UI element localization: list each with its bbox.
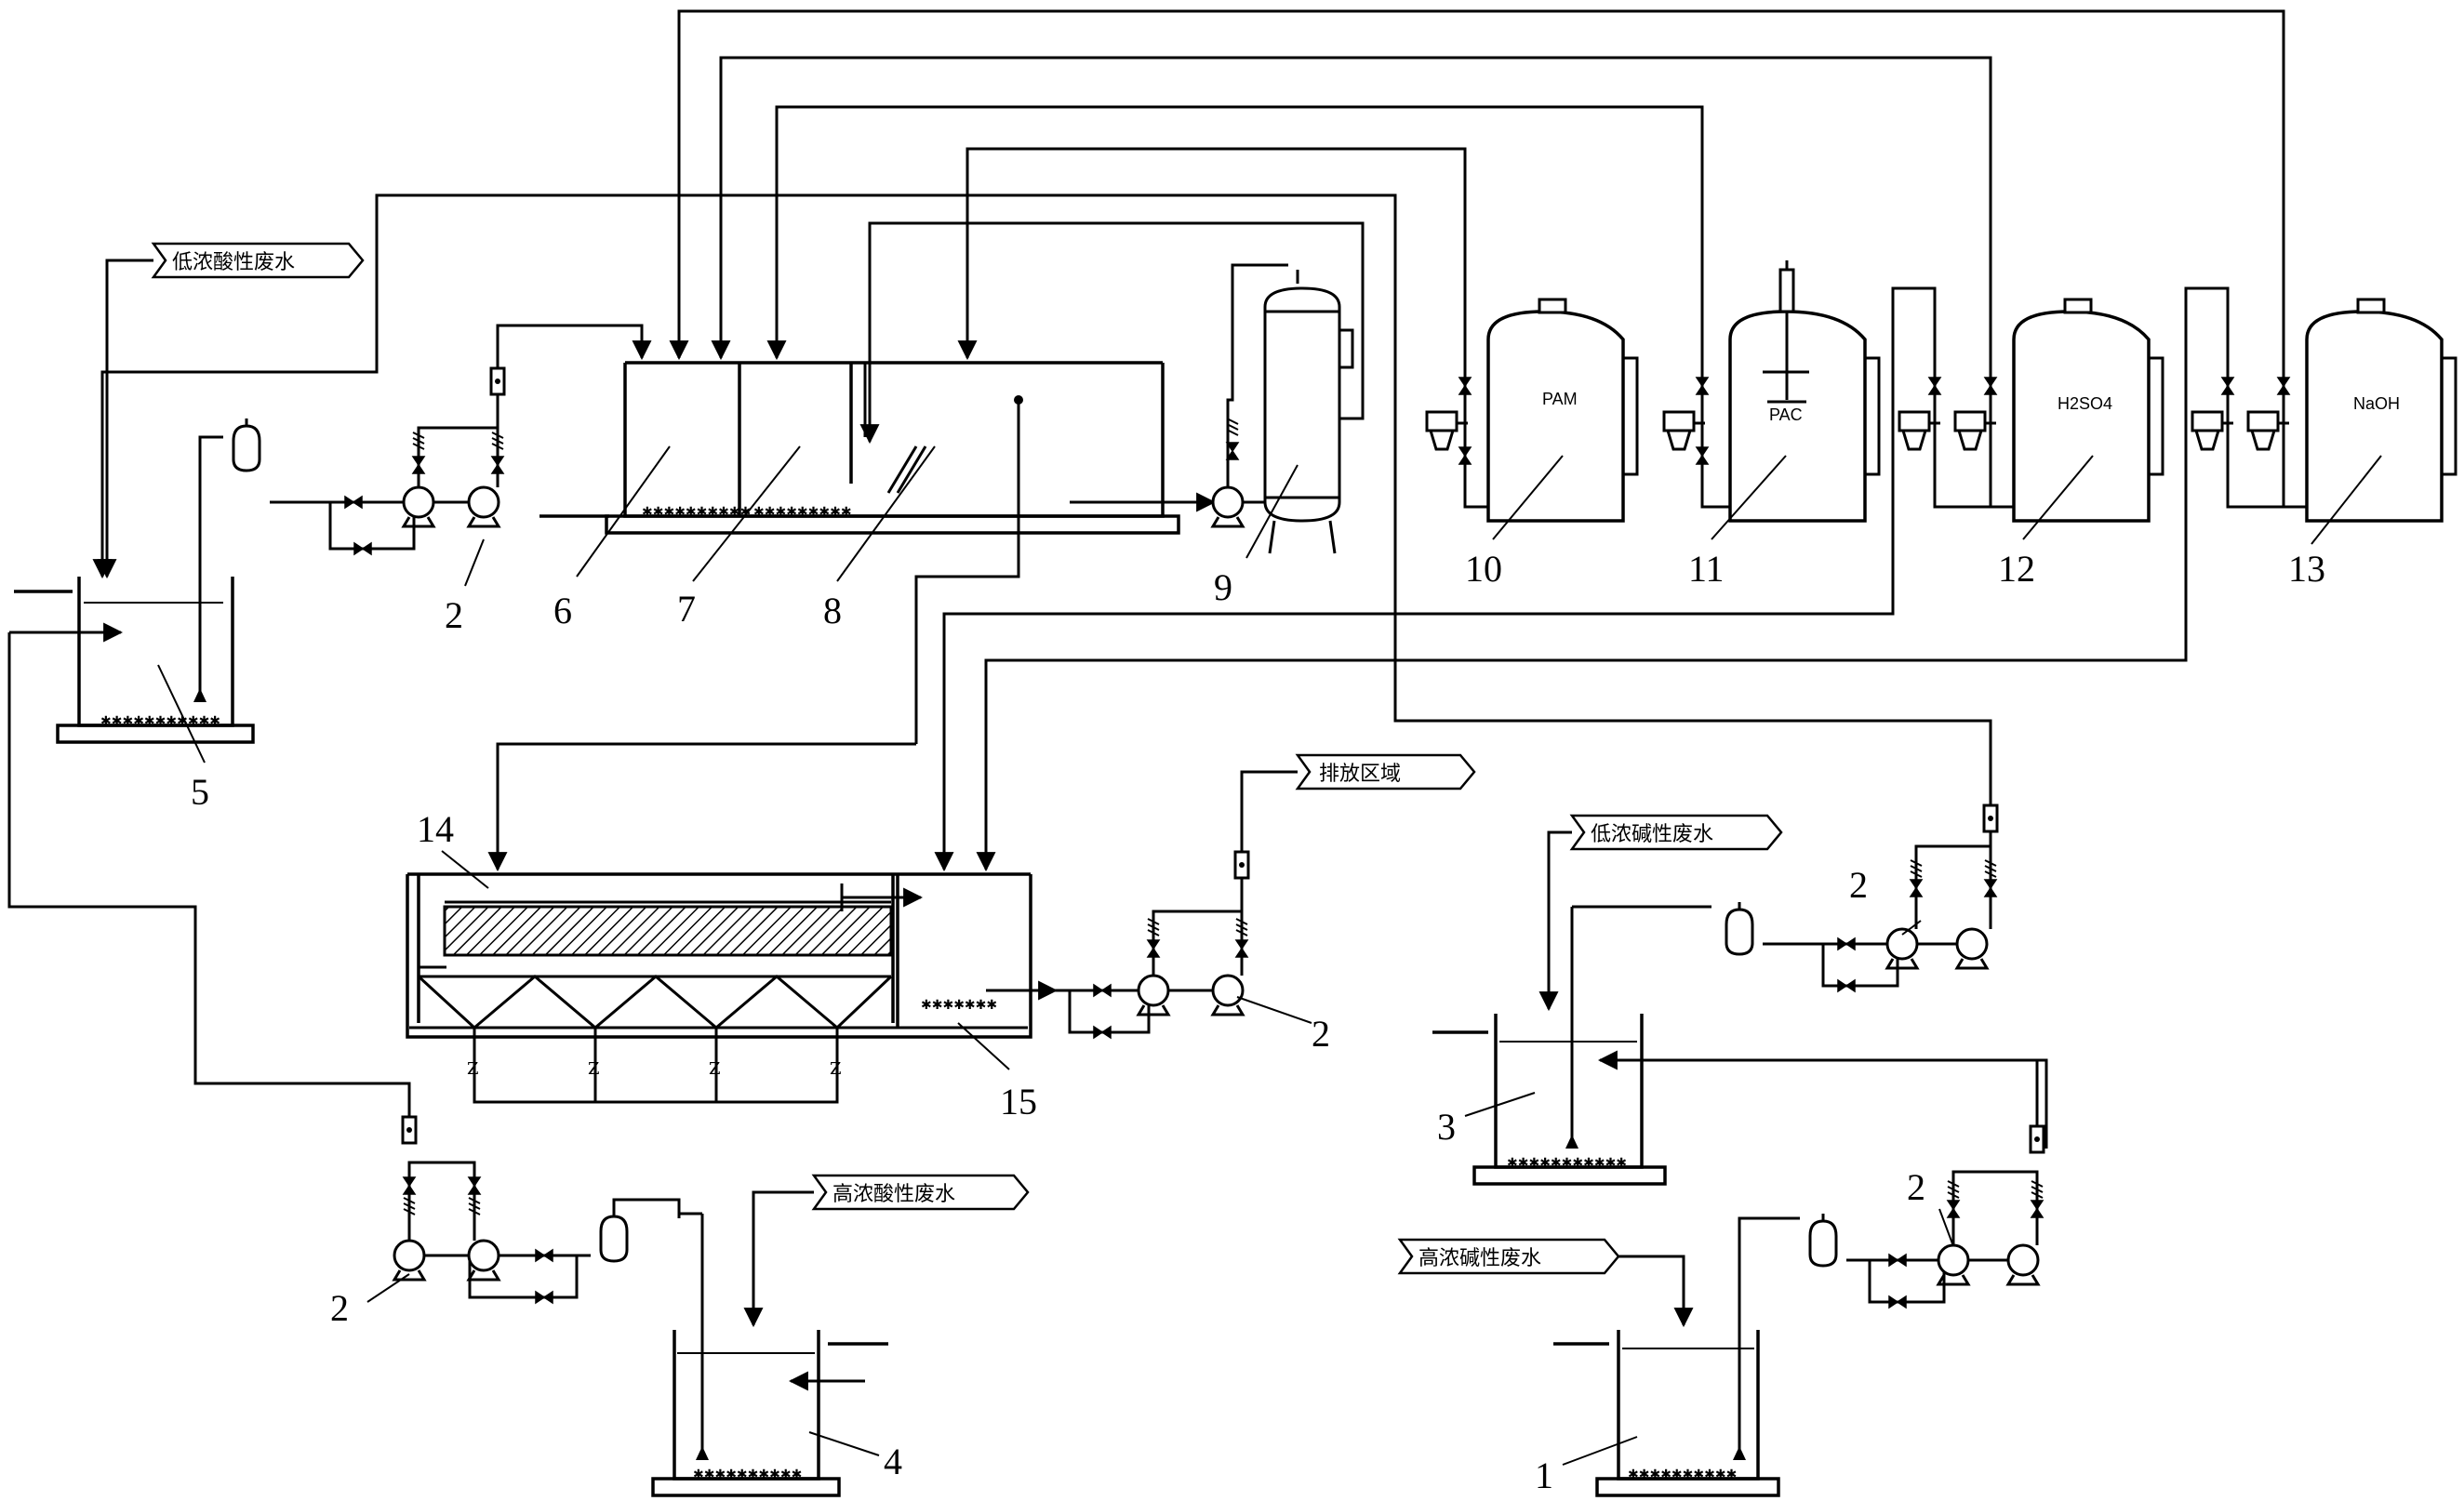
outlet-pump-train: [986, 770, 1298, 1039]
pump-train-tank5: [198, 324, 652, 555]
h2so4-label: H2SO4: [2058, 394, 2112, 413]
filter-9: [1079, 263, 1354, 554]
low-acid-label: 低浓酸性废水: [172, 251, 295, 274]
naoh-tank: NaOH: [2191, 298, 2457, 523]
naoh-label: NaOH: [2353, 394, 2400, 413]
label-12: 12: [1998, 548, 2035, 590]
callout-numbers: 5 2 6 7 8 9 10 11 12 13 14 15 2 3 2 2 2 …: [191, 548, 2325, 1496]
high-alkali-wastewater-flag: 高浓碱性废水: [1397, 1238, 1694, 1328]
pump-train-tank4: [7, 632, 702, 1304]
label-1: 1: [1535, 1455, 1553, 1496]
pump-train-tank3: [1572, 795, 1999, 992]
discharge-area-flag: 排放区域: [1295, 753, 1476, 790]
reaction-tanks-6-8: ✱✱✱✱✱✱✱✱✱✱ ✱✱✱✱✱✱✱✱✱: [539, 361, 1180, 744]
low-alkali-wastewater-flag: 低浓碱性废水: [1538, 814, 1783, 1012]
label-4: 4: [884, 1441, 902, 1482]
svg-text:✱✱✱✱✱✱✱: ✱✱✱✱✱✱✱: [921, 998, 997, 1013]
svg-text:Z: Z: [588, 1059, 600, 1079]
label-2-tank1: 2: [1907, 1166, 1925, 1208]
label-7: 7: [677, 588, 696, 630]
pac-tank: PAC: [1662, 260, 1881, 523]
svg-text:✱✱✱✱✱✱✱✱✱✱: ✱✱✱✱✱✱✱✱✱✱: [1628, 1468, 1737, 1482]
tank-5: ✱✱✱✱✱✱✱✱✱✱✱: [9, 456, 255, 744]
label-5: 5: [191, 771, 209, 813]
dosing-tanks: PAM PAC H2SO4: [1425, 260, 2457, 523]
svg-text:✱✱✱✱✱✱✱✱✱✱: ✱✱✱✱✱✱✱✱✱✱: [693, 1468, 802, 1482]
svg-text:Z: Z: [830, 1059, 842, 1079]
label-14: 14: [417, 808, 454, 850]
sedimentation-tanks-14-15: ✱✱✱✱✱✱✱ Z Z Z Z: [406, 872, 1032, 1104]
low-acid-wastewater-flag: 低浓酸性废水: [97, 242, 365, 579]
svg-text:✱✱✱✱✱✱✱✱✱✱: ✱✱✱✱✱✱✱✱✱✱: [642, 505, 751, 520]
tank-1: ✱✱✱✱✱✱✱✱✱✱: [1553, 1237, 1780, 1497]
callout-leaders: [157, 445, 2382, 1466]
label-15: 15: [1000, 1081, 1037, 1122]
label-3: 3: [1437, 1106, 1456, 1148]
high-acid-label: 高浓酸性废水: [832, 1183, 955, 1206]
svg-text:✱✱✱✱✱✱✱✱✱: ✱✱✱✱✱✱✱✱✱: [753, 505, 852, 520]
return-lines: [487, 286, 2230, 872]
label-8: 8: [823, 590, 842, 631]
pam-label: PAM: [1542, 390, 1578, 408]
high-acid-wastewater-flag: 高浓酸性废水: [743, 1174, 1030, 1328]
tank-3: ✱✱✱✱✱✱✱✱✱✱✱: [1432, 907, 2048, 1186]
label-10: 10: [1465, 548, 1502, 590]
label-6: 6: [553, 590, 572, 631]
label-2-outlet: 2: [1312, 1013, 1330, 1055]
pam-tank: PAM: [1425, 298, 1639, 523]
low-alkali-label: 低浓碱性废水: [1591, 823, 1713, 846]
svg-text:✱✱✱✱✱✱✱✱✱✱✱: ✱✱✱✱✱✱✱✱✱✱✱: [1507, 1156, 1627, 1171]
tank-4: ✱✱✱✱✱✱✱✱✱✱: [651, 1214, 888, 1497]
h2so4-tank: H2SO4: [1898, 298, 2164, 523]
label-2-top: 2: [445, 594, 463, 636]
pump-train-tank1: [1738, 1060, 2045, 1308]
label-11: 11: [1688, 548, 1725, 590]
label-2-tank3: 2: [1849, 864, 1868, 906]
svg-text:✱✱✱✱✱✱✱✱✱✱✱: ✱✱✱✱✱✱✱✱✱✱✱: [100, 714, 220, 729]
svg-text:Z: Z: [467, 1059, 479, 1079]
label-2-tank4: 2: [330, 1287, 349, 1329]
svg-text:Z: Z: [709, 1059, 721, 1079]
high-alkali-label: 高浓碱性废水: [1418, 1247, 1541, 1270]
label-13: 13: [2288, 548, 2325, 590]
discharge-label: 排放区域: [1319, 763, 1401, 786]
chemical-dosing-lines: [92, 9, 2285, 670]
pac-label: PAC: [1769, 405, 1803, 424]
label-9: 9: [1214, 566, 1232, 608]
